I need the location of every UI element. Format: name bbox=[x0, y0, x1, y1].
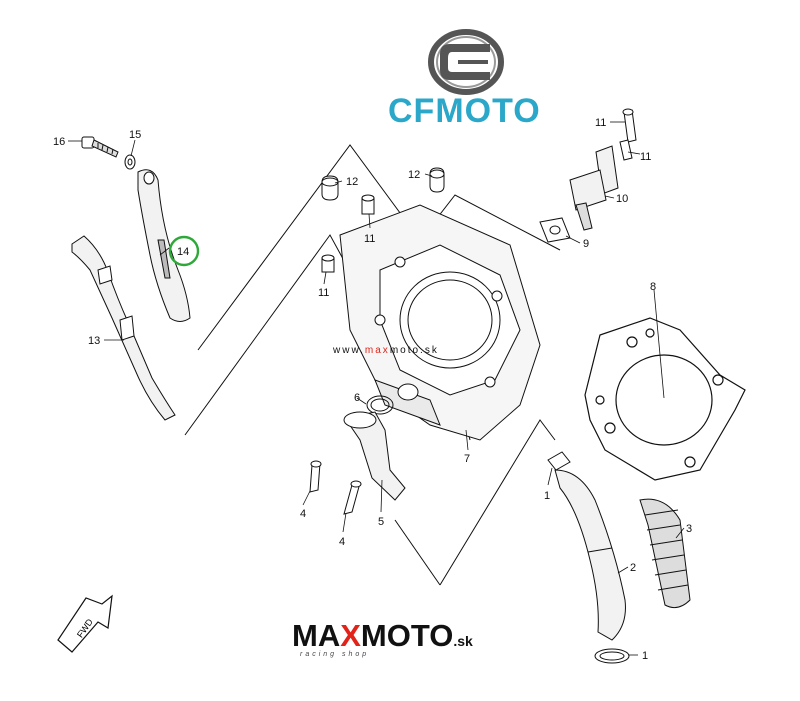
part-13-chain-guide bbox=[71, 235, 176, 421]
callout-12-right: 12 bbox=[408, 169, 420, 181]
highlight-circle-part-14 bbox=[168, 235, 200, 267]
website-highlight: max bbox=[364, 345, 390, 356]
part-7-cylinder-block bbox=[339, 204, 541, 441]
part-5-intake-elbow bbox=[343, 411, 406, 501]
part-4-bolts bbox=[309, 460, 362, 515]
callout-5: 5 bbox=[378, 516, 384, 528]
part-3-flexible-duct bbox=[639, 498, 691, 609]
callout-2: 2 bbox=[630, 562, 636, 574]
maxmoto-tagline: racing shop bbox=[300, 651, 370, 658]
maxmoto-logo: MAXMOTO.sk bbox=[292, 618, 473, 654]
maxmoto-logo-a: MA bbox=[292, 618, 341, 653]
callout-13: 13 bbox=[88, 335, 100, 347]
part-2-hose bbox=[554, 469, 626, 641]
callout-10: 10 bbox=[616, 193, 628, 205]
callout-12-left: 12 bbox=[346, 176, 358, 188]
maxmoto-logo-b: MOTO bbox=[360, 618, 454, 653]
cfmoto-wordmark: CFMOTO bbox=[388, 92, 541, 130]
maxmoto-logo-tld: .sk bbox=[453, 633, 473, 649]
website-suffix: moto.sk bbox=[389, 345, 439, 356]
part-14-tensioner-guide bbox=[137, 169, 191, 322]
part-16-bolt bbox=[81, 136, 119, 158]
part-11-bolts bbox=[321, 194, 375, 273]
website-watermark: www.maxmoto.sk bbox=[333, 345, 439, 356]
callout-4-right: 4 bbox=[339, 536, 345, 548]
callout-11-top: 11 bbox=[595, 117, 606, 129]
part-15-washer bbox=[124, 154, 136, 170]
part-12-dowel-pins bbox=[321, 167, 445, 201]
part-6-o-ring bbox=[366, 395, 394, 415]
part-1-hose-clamps bbox=[547, 451, 630, 664]
callout-labels: 16 15 14 13 12 12 11 11 11 11 10 9 8 7 6… bbox=[53, 117, 692, 662]
part-10-timing-tensioner bbox=[569, 108, 637, 231]
callout-7: 7 bbox=[464, 453, 470, 465]
callout-4-left: 4 bbox=[300, 508, 306, 520]
callout-9: 9 bbox=[583, 238, 589, 250]
fwd-arrow-icon: FWD bbox=[57, 594, 113, 653]
part-9-tensioner-gasket bbox=[539, 217, 571, 243]
leader-lines bbox=[68, 121, 685, 656]
callout-1-upper: 1 bbox=[544, 490, 550, 502]
callout-15: 15 bbox=[129, 129, 141, 141]
callout-11-tensioner: 11 bbox=[640, 151, 651, 163]
cfmoto-emblem-icon bbox=[428, 29, 504, 95]
website-prefix: www. bbox=[333, 345, 365, 356]
callout-6: 6 bbox=[354, 392, 360, 404]
callout-1-lower: 1 bbox=[642, 650, 648, 662]
callout-11-cylinder: 11 bbox=[364, 233, 375, 245]
part-8-base-gasket bbox=[584, 317, 746, 481]
maxmoto-logo-x: X bbox=[340, 618, 361, 653]
callout-8: 8 bbox=[650, 281, 656, 293]
callout-14: 14 bbox=[177, 246, 189, 258]
callout-11-lower: 11 bbox=[318, 287, 329, 299]
callout-3: 3 bbox=[686, 523, 692, 535]
callout-16: 16 bbox=[53, 136, 65, 148]
